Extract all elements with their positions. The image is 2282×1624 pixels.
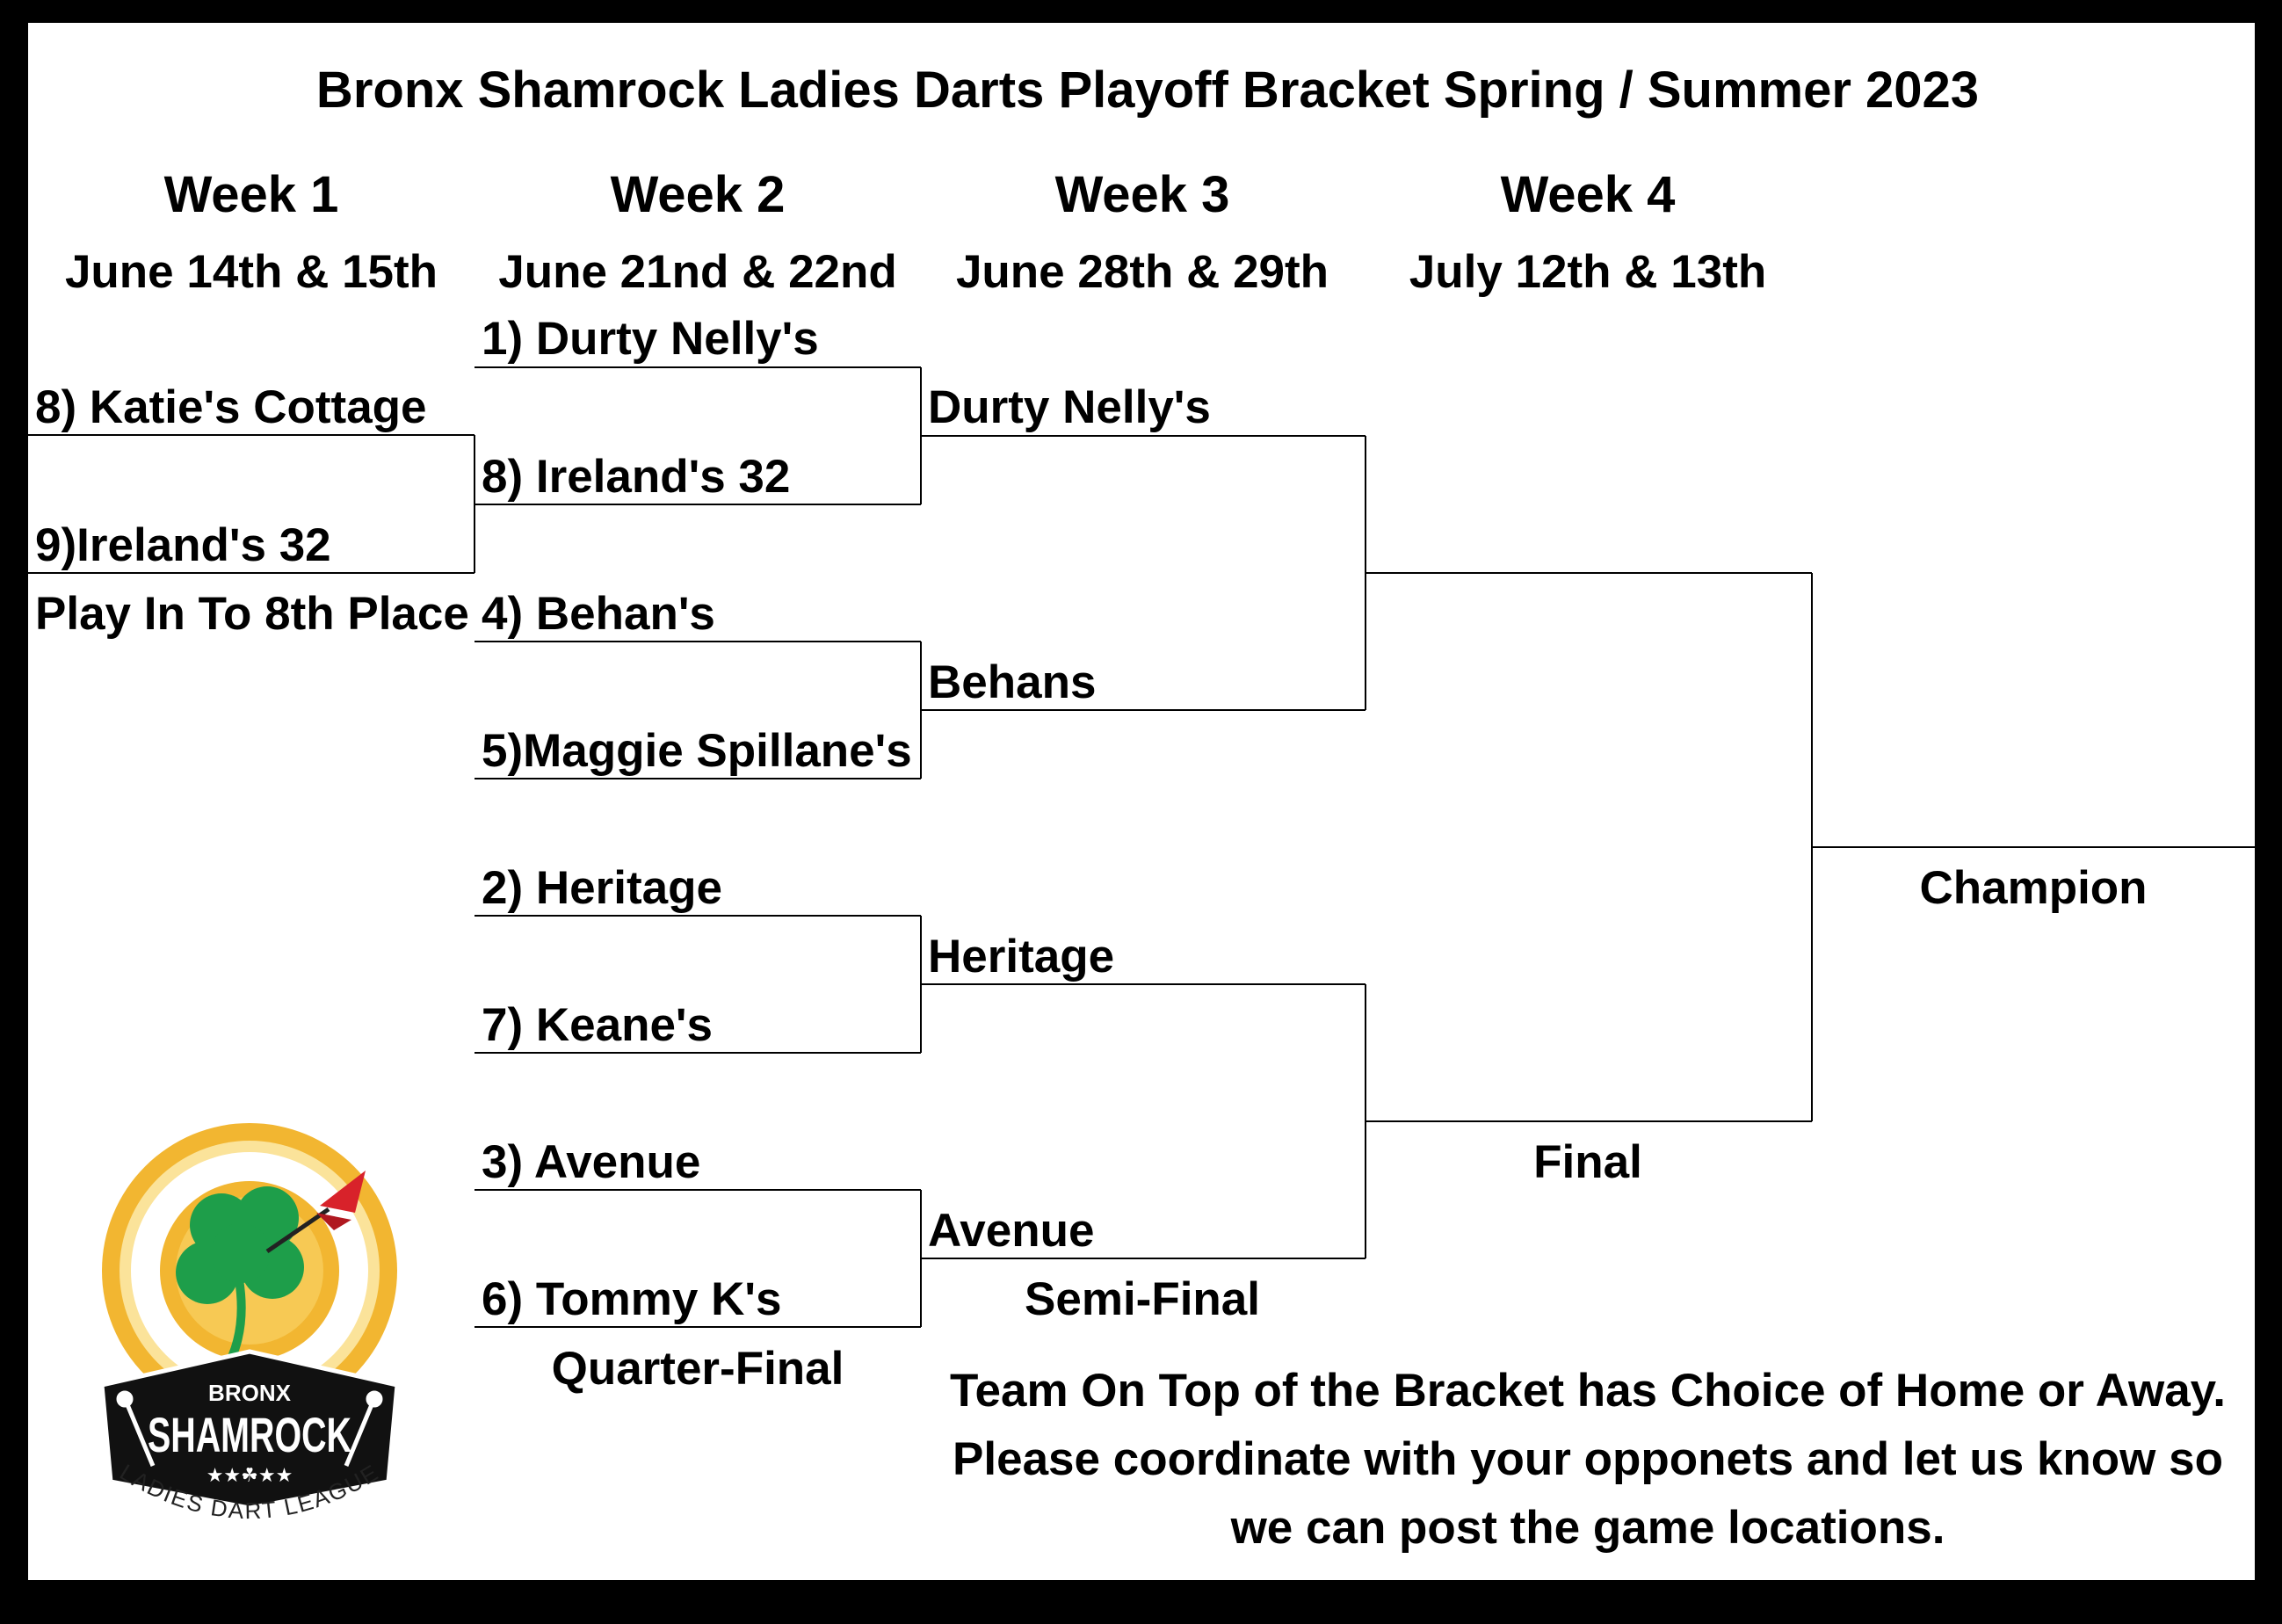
final-label: Final bbox=[1533, 1136, 1642, 1188]
champion-label: Champion bbox=[1919, 862, 2148, 914]
qf-team-6: 7) Keane's bbox=[482, 999, 714, 1051]
week-1-label: Week 1 bbox=[163, 166, 339, 223]
sf-team-1: Durty Nelly's bbox=[928, 381, 1211, 433]
sf-team-2: Behans bbox=[928, 656, 1097, 708]
week-4-dates: July 12th & 13th bbox=[1409, 246, 1767, 298]
logo-top-text: BRONX bbox=[208, 1380, 292, 1406]
sf-team-4: Avenue bbox=[928, 1205, 1095, 1257]
badge-dart-right-icon bbox=[344, 1390, 383, 1467]
play-in-label: Play In To 8th Place bbox=[35, 588, 469, 640]
logo-stars: ★★☘★★ bbox=[206, 1465, 293, 1487]
play-in-team-2: 9)Ireland's 32 bbox=[35, 519, 331, 571]
play-in-team-1: 8) Katie's Cottage bbox=[35, 381, 427, 433]
page-title: Bronx Shamrock Ladies Darts Playoff Brac… bbox=[315, 62, 1980, 119]
qf-team-8: 6) Tommy K's bbox=[482, 1273, 782, 1325]
week-1-dates: June 14th & 15th bbox=[64, 246, 438, 298]
badge-dart-left-icon bbox=[116, 1390, 156, 1467]
shamrock-icon bbox=[176, 1186, 304, 1359]
week-2-dates: June 21nd & 22nd bbox=[498, 246, 897, 298]
qf-team-2: 8) Ireland's 32 bbox=[482, 451, 791, 503]
qf-team-5: 2) Heritage bbox=[482, 862, 722, 914]
bracket-sheet: Bronx Shamrock Ladies Darts Playoff Brac… bbox=[28, 23, 2255, 1580]
bracket-lines bbox=[28, 366, 2255, 1328]
note-line-3: we can post the game locations. bbox=[1230, 1502, 1945, 1554]
week-2-label: Week 2 bbox=[610, 166, 786, 223]
week-4-label: Week 4 bbox=[1500, 166, 1676, 223]
qf-team-7: 3) Avenue bbox=[482, 1136, 701, 1188]
qf-team-4: 5)Maggie Spillane's bbox=[482, 725, 912, 777]
qf-team-1: 1) Durty Nelly's bbox=[482, 313, 819, 365]
logo-main-text: SHAMROCK bbox=[148, 1407, 351, 1462]
bronx-shamrock-logo: BRONX SHAMROCK ★★☘★★ LADIES DART LEAGUE bbox=[99, 1123, 400, 1524]
note-line-1: Team On Top of the Bracket has Choice of… bbox=[950, 1365, 2226, 1417]
week-3-label: Week 3 bbox=[1054, 166, 1230, 223]
dart-icon bbox=[265, 1171, 366, 1254]
logo-badge bbox=[99, 1349, 400, 1511]
semi-final-label: Semi-Final bbox=[1024, 1273, 1261, 1325]
quarter-final-label: Quarter-Final bbox=[551, 1343, 844, 1395]
week-3-dates: June 28th & 29th bbox=[955, 246, 1329, 298]
sf-team-3: Heritage bbox=[928, 931, 1115, 982]
qf-team-3: 4) Behan's bbox=[482, 588, 715, 640]
note-line-2: Please coordinate with your opponets and… bbox=[953, 1433, 2223, 1485]
